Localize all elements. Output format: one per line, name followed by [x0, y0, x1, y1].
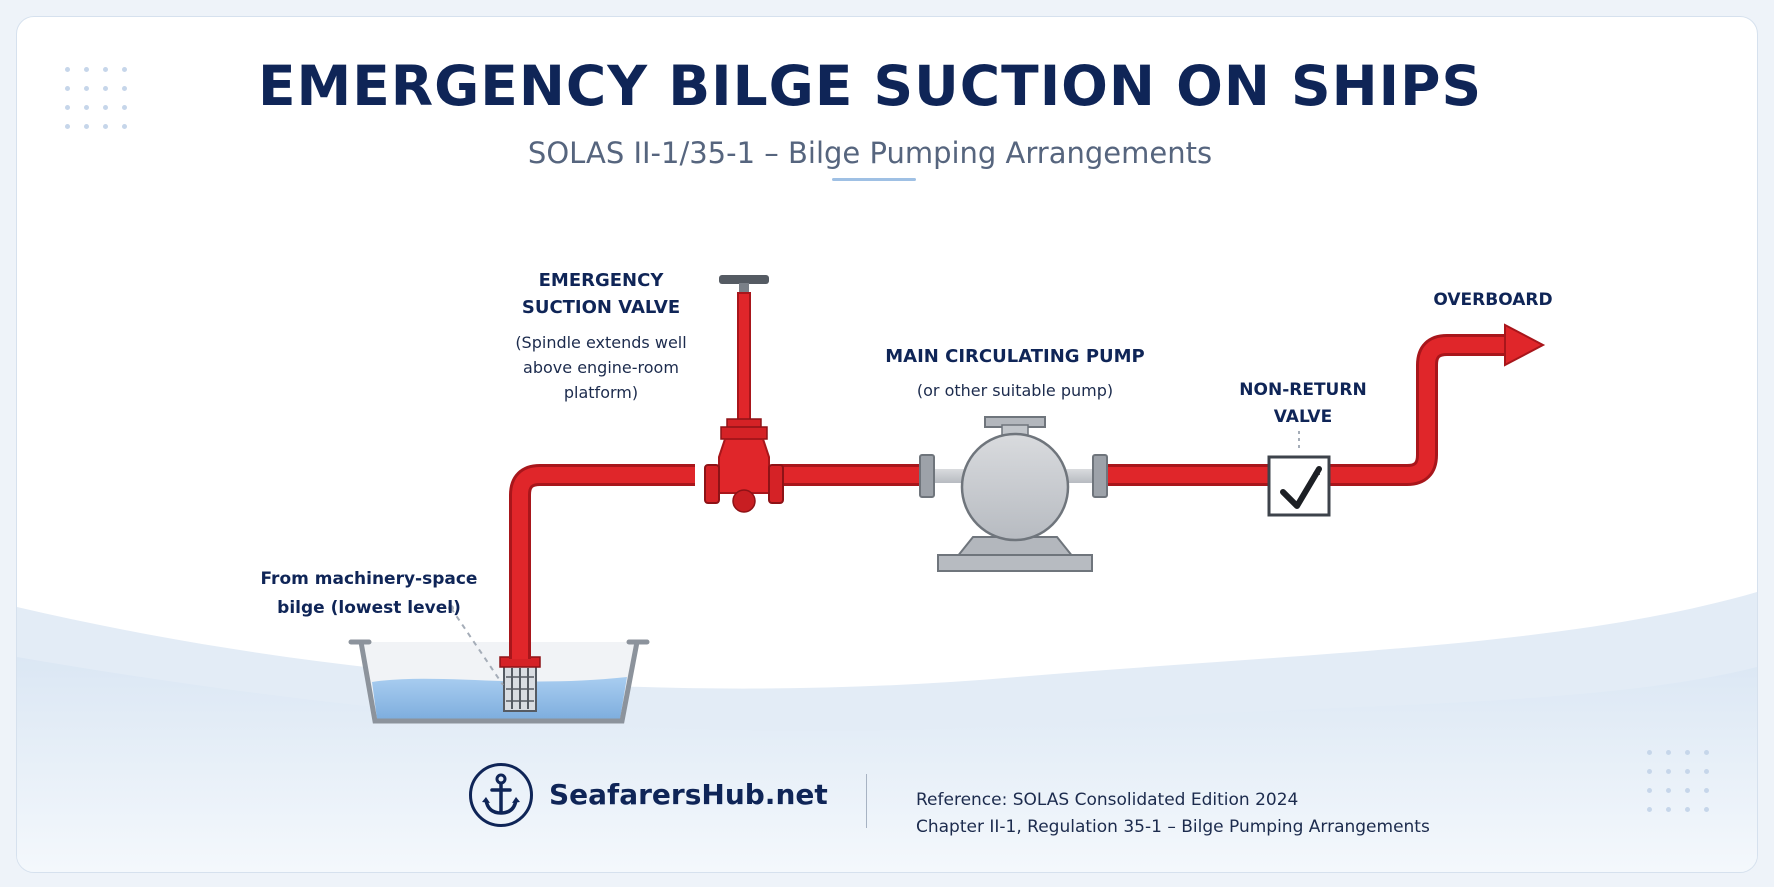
pump-note: (or other suitable pump): [916, 381, 1114, 400]
bilge-label-line-1: From machinery-space: [260, 569, 478, 589]
main-circulating-pump: [919, 416, 1108, 572]
bilge-water: [372, 677, 627, 719]
anchor-icon: [482, 773, 520, 815]
background-wave-front: [17, 657, 1757, 872]
decor-dots-bottom-right: [1647, 750, 1709, 812]
diagram-card: EMERGENCY SUCTION VALVE (Spindle extends…: [16, 16, 1758, 873]
nrv-label: NON-RETURN VALVE: [1223, 377, 1383, 431]
title-underline: [832, 178, 916, 181]
bilge-label-line-2: bilge (lowest level): [277, 598, 461, 618]
valve-note: (Spindle extends well above engine-room …: [481, 330, 721, 405]
logo-badge: [469, 763, 533, 827]
valve-title-line-2: SUCTION VALVE: [521, 297, 681, 318]
pump-title: MAIN CIRCULATING PUMP: [885, 346, 1145, 367]
page-subtitle: SOLAS II-1/35-1 – Bilge Pumping Arrangem…: [527, 136, 1213, 170]
overboard-arrow: [1504, 323, 1546, 367]
decor-dots-top-left: [65, 67, 127, 129]
reference-line-1: Reference: SOLAS Consolidated Edition 20…: [916, 790, 1299, 810]
page-title: EMERGENCY BILGE SUCTION ON SHIPS: [257, 54, 1483, 118]
bilge-label: From machinery-space bilge (lowest level…: [229, 565, 509, 623]
suction-strainer: [499, 656, 541, 712]
nrv-title-line-1: NON-RETURN: [1239, 380, 1367, 400]
brand-name: SeafarersHub.net: [549, 778, 828, 811]
reference-line-2: Chapter II-1, Regulation 35-1 – Bilge Pu…: [916, 817, 1430, 837]
valve-note-line-2: above engine-room: [523, 358, 679, 377]
non-return-valve: [1267, 455, 1331, 517]
bilge-well: [348, 639, 650, 724]
check-icon: [1280, 466, 1322, 509]
bilge-diagram: [17, 275, 1757, 872]
nrv-title-line-2: VALVE: [1273, 407, 1333, 427]
valve-note-line-3: platform): [563, 383, 639, 402]
valve-label: EMERGENCY SUCTION VALVE: [481, 267, 721, 321]
valve-title-line-1: EMERGENCY: [538, 270, 664, 291]
valve-note-line-1: (Spindle extends well: [515, 333, 687, 352]
footer-divider: [866, 774, 867, 828]
emergency-suction-valve: [704, 275, 784, 513]
overboard-label: OVERBOARD: [1433, 290, 1553, 310]
suction-discharge-pipe: [509, 334, 1507, 659]
